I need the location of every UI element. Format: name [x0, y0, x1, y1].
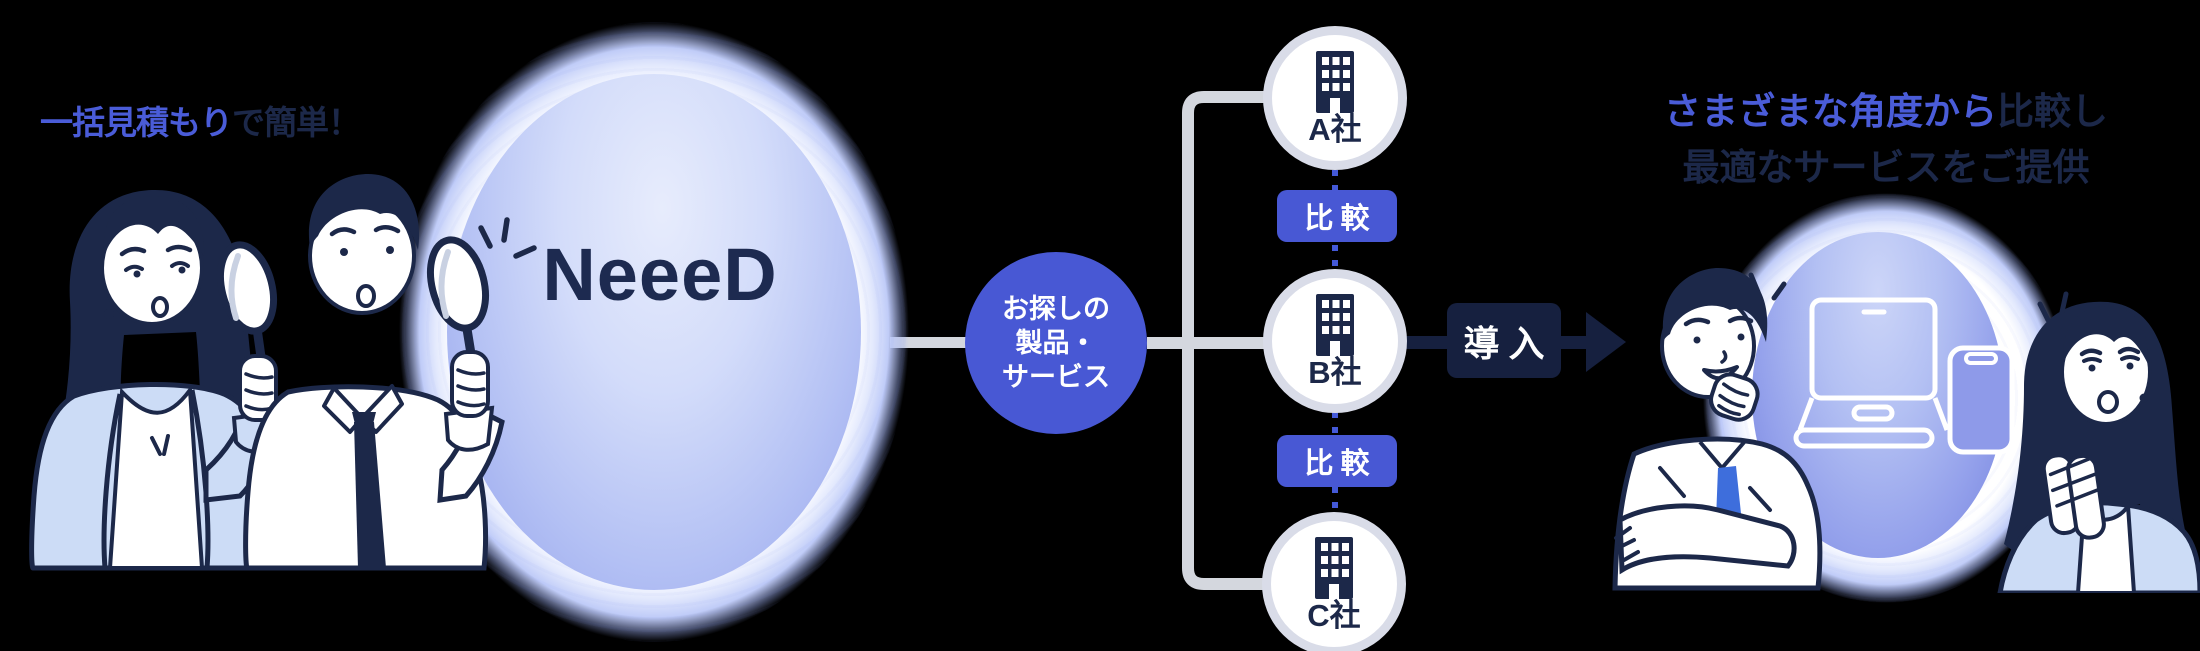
- brand-circle: [447, 74, 861, 590]
- phone-icon: [1947, 345, 2015, 455]
- sparkle-icon: [1748, 272, 1787, 301]
- arrow-right-icon: [1586, 312, 1626, 372]
- magnifier-icon: [427, 236, 489, 365]
- search-bubble-line3: サービス: [1002, 362, 1110, 392]
- right-tagline-line1-rest: 比較し: [1997, 91, 2108, 132]
- left-tagline: 一括見積もりで簡単！: [40, 96, 361, 144]
- left-tagline-highlight: 一括見積もり: [40, 104, 233, 141]
- woman-figure: [1997, 291, 2200, 593]
- brand-logo: NeeeD: [542, 233, 778, 316]
- search-bubble-line1: お探しの: [1002, 294, 1110, 324]
- company-node-b: B社: [1263, 269, 1407, 413]
- company-label: C社: [1307, 598, 1361, 633]
- search-bubble: お探しの 製品・ サービス: [965, 252, 1147, 434]
- building-icon: [1316, 51, 1354, 113]
- connector-brand-to-bubble: [890, 337, 968, 348]
- company-node-a: A社: [1263, 26, 1407, 170]
- company-label: B社: [1308, 355, 1362, 390]
- right-tagline-line2: 最適なサービスをご提供: [1682, 147, 2090, 188]
- search-bubble-line2: 製品・: [1015, 328, 1097, 358]
- bracket-line: [1147, 91, 1267, 590]
- building-icon: [1316, 294, 1354, 356]
- company-node-c: C社: [1262, 512, 1406, 651]
- laptop-icon: [1793, 297, 1950, 449]
- man-figure: [1612, 268, 1823, 591]
- right-tagline-highlight: さまざまな角度から: [1664, 91, 1997, 132]
- left-illustration: [29, 174, 537, 571]
- building-icon: [1315, 537, 1353, 599]
- compare-badge-top: 比較: [1277, 190, 1397, 242]
- adopt-badge: 導入: [1447, 303, 1561, 378]
- man-figure: [243, 174, 537, 571]
- devices-illustration: [1793, 297, 2015, 455]
- company-label: A社: [1308, 112, 1362, 147]
- left-tagline-rest: で簡単！: [232, 104, 361, 141]
- magnifier-icon: [217, 241, 277, 369]
- right-illustration: [1612, 268, 2200, 593]
- right-tagline: さまざまな角度から比較し 最適なサービスをご提供: [1650, 90, 2122, 190]
- sparkle-icon: [2037, 291, 2069, 323]
- sparkle-icon: [478, 217, 537, 259]
- compare-badge-bottom: 比較: [1277, 435, 1397, 487]
